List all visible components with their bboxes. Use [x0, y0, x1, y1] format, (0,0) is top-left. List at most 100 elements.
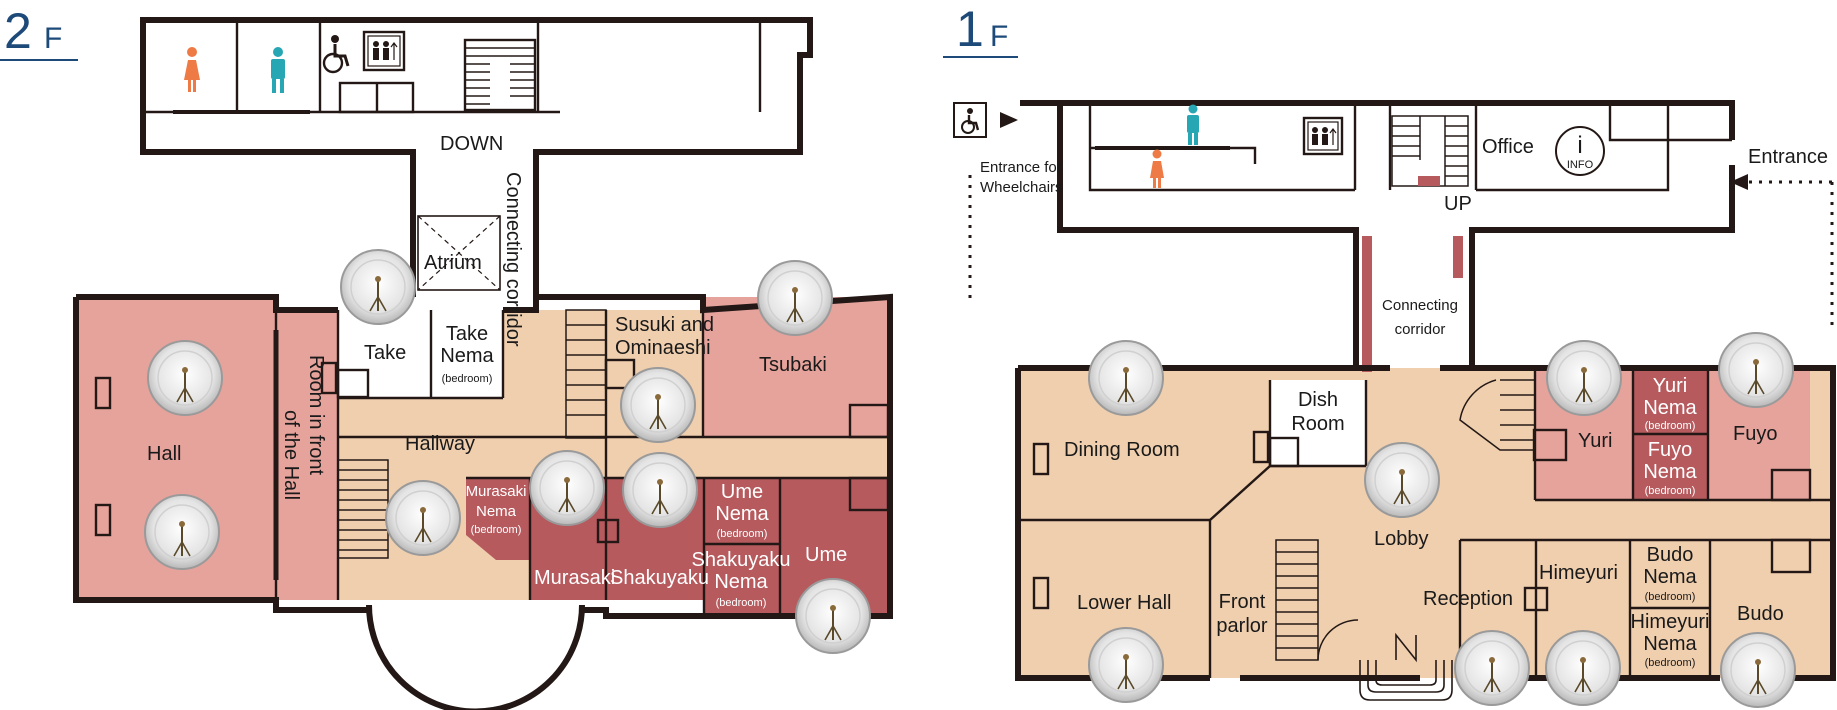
wall-upper-1f — [1020, 100, 1735, 368]
label-dish-1: Dish — [1298, 389, 1338, 411]
label-himeyuri-nema-1: Himeyuri — [1631, 611, 1710, 633]
wall-main-2f — [73, 293, 893, 619]
label-office: Office — [1482, 136, 1534, 158]
label-shakuyaku-nema-2: Nema — [714, 571, 768, 593]
label-tsubaki: Tsubaki — [759, 354, 827, 376]
room-dish[interactable] — [1270, 380, 1366, 466]
label-budo: Budo — [1737, 603, 1784, 625]
label-atrium: Atrium — [424, 252, 482, 274]
chandelier-icon — [620, 367, 696, 443]
label-ume-nema-1: Ume — [721, 481, 763, 503]
label-lower-hall: Lower Hall — [1077, 592, 1171, 614]
label-front-parlor-2: parlor — [1216, 615, 1267, 637]
label-fuyo-nema-1: Fuyo — [1648, 439, 1692, 461]
label-ume: Ume — [805, 544, 847, 566]
room-murasaki-nema[interactable] — [466, 478, 530, 560]
chandelier-icon — [1454, 630, 1530, 706]
chandelier-icon — [757, 260, 833, 336]
label-connecting-corridor-2f: Connecting corridor — [502, 172, 524, 347]
label-yuri-nema-1: Yuri — [1653, 375, 1687, 397]
label-yuri-nema-2: Nema — [1643, 397, 1697, 419]
label-yuri: Yuri — [1578, 430, 1612, 452]
arrow-icon — [1000, 112, 1018, 128]
label-connecting-1f-2: corridor — [1395, 321, 1446, 338]
room-take[interactable] — [338, 310, 431, 398]
label-susuki-2: Ominaeshi — [615, 337, 711, 359]
label-lobby: Lobby — [1374, 528, 1429, 550]
room-fuyo-nema[interactable] — [1633, 434, 1708, 500]
wheelchair-icon — [953, 102, 987, 138]
room-in-front-of-hall[interactable] — [276, 310, 338, 600]
label-info: INFO — [1567, 159, 1594, 171]
women-restroom-icon — [184, 47, 200, 92]
label-room-front-2: of the Hall — [280, 410, 302, 500]
label-susuki-1: Susuki and — [615, 314, 714, 336]
room-take-nema[interactable] — [431, 310, 503, 398]
chandelier-icon — [1718, 332, 1794, 408]
room-shakuyaku-nema[interactable] — [704, 544, 780, 616]
chandelier-icon — [147, 340, 223, 416]
elevator-icon — [362, 30, 406, 72]
label-entrance: Entrance — [1748, 146, 1828, 168]
label-ume-nema-2: Nema — [715, 503, 769, 525]
label-dining: Dining Room — [1064, 439, 1180, 461]
chandelier-icon — [1364, 442, 1440, 518]
label-murasaki: Murasaki — [534, 567, 615, 589]
label-hall: Hall — [147, 443, 181, 465]
label-fuyo-nema-2: Nema — [1643, 461, 1697, 483]
wall-upper-2f — [140, 17, 813, 297]
floor1-suffix: F — [990, 20, 1008, 53]
floor2-number: 2 — [4, 3, 32, 59]
info-i-glyph: i — [1577, 132, 1582, 159]
label-budo-nema-2: Nema — [1643, 566, 1697, 588]
label-take-nema-3: (bedroom) — [442, 373, 493, 385]
chandelier-icon — [144, 494, 220, 570]
label-himeyuri-nema-2: Nema — [1643, 633, 1697, 655]
chandelier-icon — [1088, 340, 1164, 416]
label-shakuyaku: Shakuyaku — [610, 567, 709, 589]
label-fuyo: Fuyo — [1733, 423, 1777, 445]
men-restroom-icon — [1187, 104, 1199, 145]
room-ume-nema[interactable] — [704, 478, 780, 544]
label-budo-nema-3: (bedroom) — [1645, 591, 1696, 603]
room-yuri-nema[interactable] — [1633, 368, 1708, 434]
chandelier-icon — [385, 480, 461, 556]
label-murasaki-nema-2: Nema — [476, 503, 517, 520]
label-shakuyaku-nema-3: (bedroom) — [716, 597, 767, 609]
arrow-icon — [1730, 174, 1748, 190]
chandelier-icon — [529, 450, 605, 526]
wall-main-1f — [1015, 365, 1836, 681]
chandelier-icon — [1545, 630, 1621, 706]
label-fuyo-nema-3: (bedroom) — [1645, 485, 1696, 497]
label-reception: Reception — [1423, 588, 1513, 610]
label-take-nema-2: Nema — [440, 345, 494, 367]
info-icon: i INFO — [1555, 126, 1605, 176]
label-murasaki-nema-3: (bedroom) — [471, 524, 522, 536]
chandelier-icon — [1720, 632, 1796, 708]
wheelchair-icon — [322, 35, 350, 74]
label-himeyuri: Himeyuri — [1539, 562, 1618, 584]
label-dish-2: Room — [1291, 413, 1344, 435]
floor-1: 1 F — [943, 1, 1836, 708]
label-take-nema-1: Take — [446, 323, 488, 345]
label-take: Take — [364, 342, 406, 364]
label-up: UP — [1444, 193, 1472, 215]
label-ume-nema-3: (bedroom) — [717, 528, 768, 540]
floor1-number: 1 — [956, 1, 984, 57]
floor2-suffix: F — [44, 22, 62, 55]
label-yuri-nema-3: (bedroom) — [1645, 420, 1696, 432]
chandelier-icon — [1546, 340, 1622, 416]
label-down: DOWN — [440, 133, 503, 155]
label-front-parlor-1: Front — [1219, 591, 1266, 613]
chandelier-icon — [622, 452, 698, 528]
chandelier-icon — [1088, 627, 1164, 703]
chandelier-icon — [340, 249, 416, 325]
label-budo-nema-1: Budo — [1647, 544, 1694, 566]
label-connecting-1f-1: Connecting — [1382, 297, 1458, 314]
label-entrance-wc-2: Wheelchairs — [980, 179, 1063, 196]
label-murasaki-nema-1: Murasaki — [466, 483, 527, 500]
chandelier-icon — [795, 578, 871, 654]
women-restroom-icon — [1150, 149, 1164, 188]
label-room-front-1: Room in front — [305, 355, 327, 475]
